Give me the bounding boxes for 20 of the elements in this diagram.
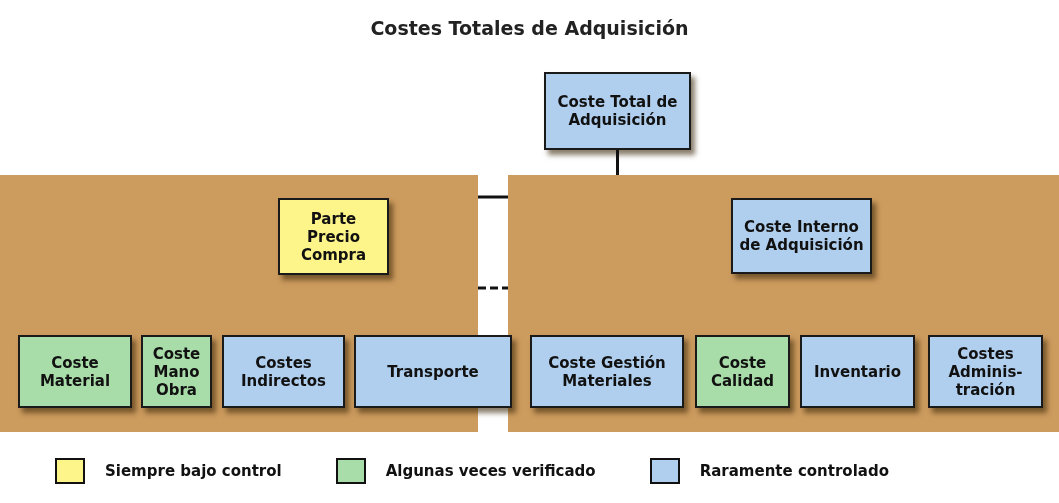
cost-box: Coste Interno de Adquisición [731, 198, 872, 274]
cost-box: Coste Calidad [695, 335, 790, 408]
cost-box: Coste Total de Adquisición [544, 72, 691, 150]
legend-label: Algunas veces verificado [385, 460, 596, 482]
cost-box: Parte Precio Compra [278, 198, 389, 275]
diagram-title: Costes Totales de Adquisición [369, 16, 690, 41]
legend-label: Siempre bajo control [105, 460, 282, 482]
legend-label: Raramente controlado [699, 460, 889, 482]
connector-line [478, 286, 508, 290]
cost-box: Coste Material [18, 335, 132, 408]
cost-box: Inventario [800, 335, 915, 408]
connector-line [478, 195, 508, 199]
cost-box: Coste Mano Obra [141, 335, 212, 408]
cost-box: Costes Adminis- tración [928, 335, 1043, 408]
panel-background [508, 175, 1059, 432]
cost-box: Costes Indirectos [222, 335, 345, 408]
cost-box: Coste Gestión Materiales [530, 335, 684, 408]
connector-line [616, 150, 619, 175]
cost-box: Transporte [354, 335, 512, 408]
panel-background [0, 175, 478, 432]
